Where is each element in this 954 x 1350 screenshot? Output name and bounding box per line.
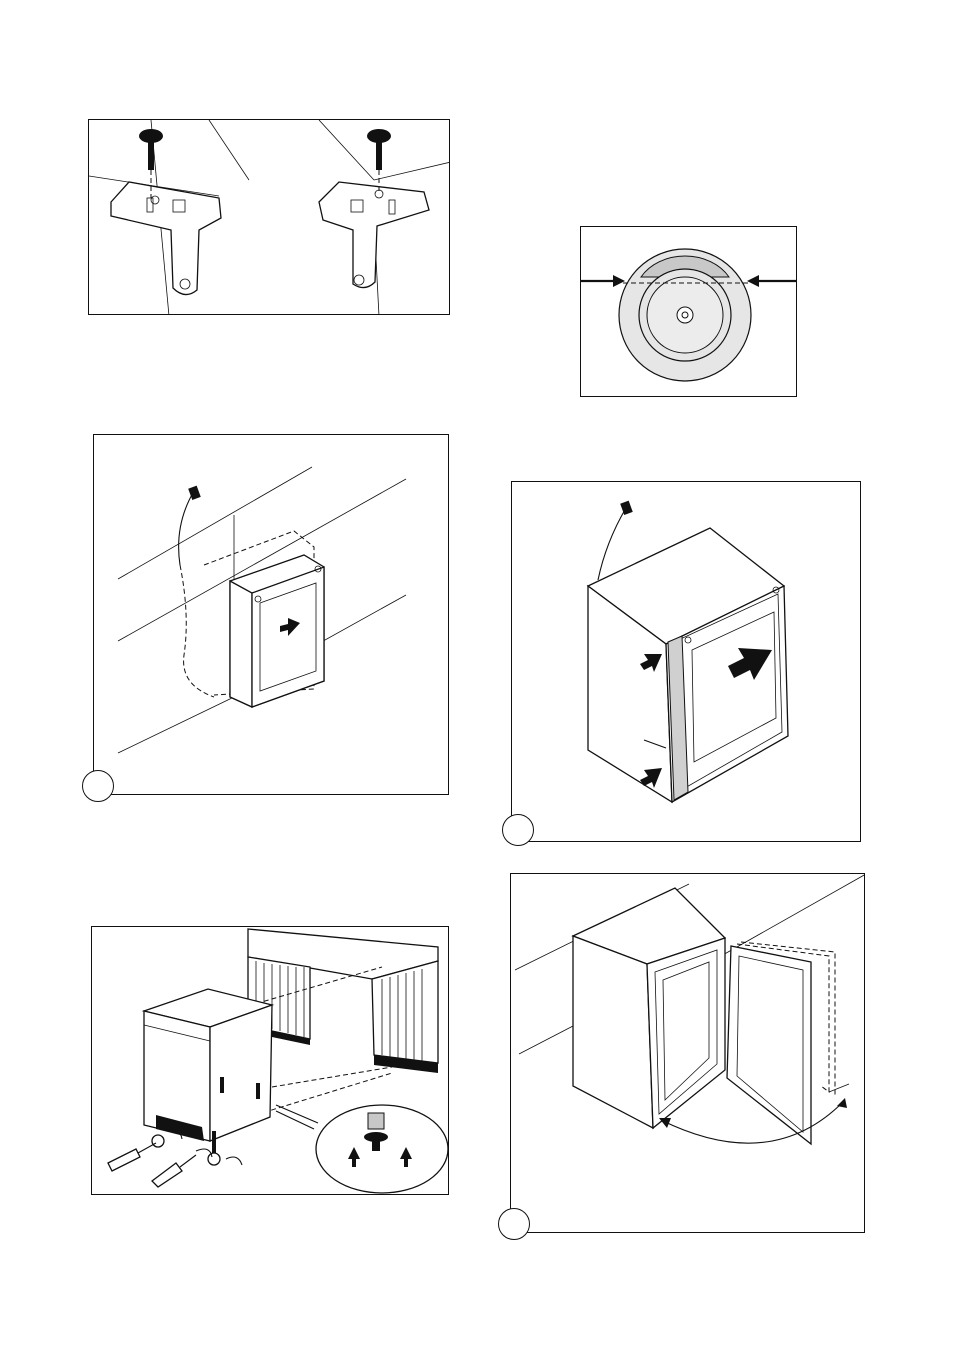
figure-badge-insert (82, 770, 114, 802)
figure-bracket-mounting (88, 119, 450, 315)
figure-door-swing (510, 873, 865, 1233)
door-swing-illustration (511, 874, 865, 1233)
figure-badge-seal (502, 814, 534, 846)
centering-gauge-illustration (581, 227, 797, 397)
bracket-mounting-illustration (89, 120, 450, 315)
adjust-feet-illustration (92, 927, 449, 1195)
figure-badge-door (498, 1208, 530, 1240)
figure-centering-gauge (580, 226, 797, 397)
insert-into-niche-illustration (94, 435, 449, 795)
figure-insert-into-niche (93, 434, 449, 795)
seal-strip-illustration (512, 482, 861, 842)
figure-adjust-feet (91, 926, 449, 1195)
figure-seal-strip (511, 481, 861, 842)
